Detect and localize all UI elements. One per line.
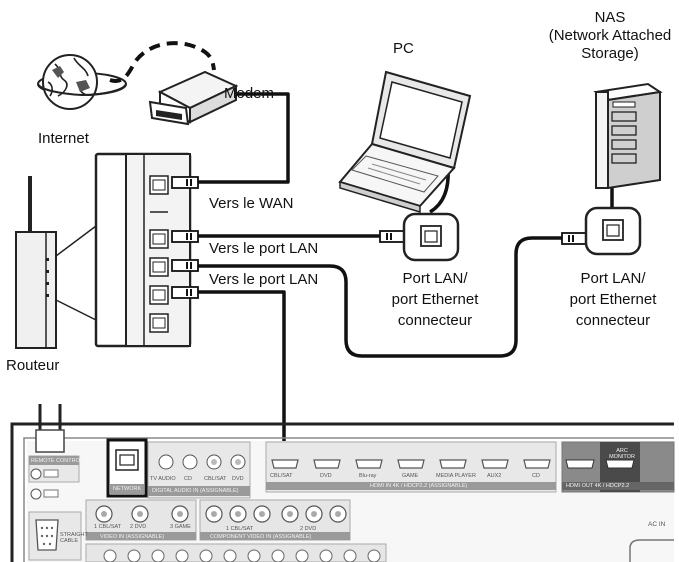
nas-label-line3: Storage) — [581, 45, 639, 62]
pc-laptop-icon — [338, 70, 472, 214]
hdmi-in-band: HDMI IN 4K / HDCP2.2 (ASSIGNABLE) — [370, 483, 468, 489]
digital-audio-sub-4: DVD — [232, 476, 244, 482]
modem-label: Modem — [224, 85, 275, 102]
to-lan-label-2: Vers le port LAN — [209, 271, 319, 288]
cable-router-to-nas — [196, 236, 562, 358]
hdmi-in-label-2: DVD — [320, 473, 332, 479]
nas-port-label-line3: connecteur — [575, 312, 651, 329]
pc-port-label-line2: port Ethernet — [391, 291, 479, 308]
video-in-label-3: 3 GAME — [170, 524, 191, 530]
internet-globe-icon — [37, 54, 127, 110]
hdmi-in-label-1: CBL/SAT — [270, 473, 293, 479]
hdmi-in-label-7: CD — [532, 473, 540, 479]
video-in-label-2: 2 DVD — [130, 524, 147, 530]
component-video-band: COMPONENT VIDEO IN (ASSIGNABLE) — [210, 534, 312, 540]
wireless-link-dashed — [109, 41, 216, 83]
hdmi-in-label-6: AUX2 — [487, 473, 502, 479]
to-wan-label: Vers le WAN — [209, 195, 294, 212]
router-label: Routeur — [6, 357, 60, 374]
nas-label-line2: (Network Attached — [548, 27, 672, 44]
receiver-back-panel — [10, 404, 675, 562]
internet-label: Internet — [38, 130, 89, 147]
hdmi-in-label-3: Blu-ray — [359, 473, 377, 479]
router-device-icon — [15, 176, 57, 349]
cable-modem-to-wan — [196, 92, 290, 184]
straight-cable-text: STRAIGHT CABLE — [60, 532, 88, 544]
component-group-2: 2 DVD — [300, 526, 317, 532]
remote-control-text: REMOTE CONTROL — [31, 458, 83, 464]
network-port-text: NETWORK — [113, 486, 142, 492]
to-lan-label-1: Vers le port LAN — [209, 240, 319, 257]
digital-audio-sub-1: TV AUDIO — [150, 476, 176, 482]
ac-in-text: AC IN — [648, 521, 666, 528]
cable-router-to-receiver — [196, 290, 286, 460]
digital-audio-sub-3: CBL/SAT — [204, 476, 227, 482]
video-in-label-1: 1 CBL/SAT — [94, 524, 122, 530]
video-in-band: VIDEO IN (ASSIGNABLE) — [100, 534, 165, 540]
pc-port-label-line3: connecteur — [397, 312, 473, 329]
nas-label-line1: NAS — [594, 9, 626, 26]
digital-audio-sub-2: CD — [184, 476, 192, 482]
nas-port-label-line1: Port LAN/ — [580, 270, 646, 287]
pc-label: PC — [393, 40, 414, 57]
hdmi-in-label-4: GAME — [402, 473, 419, 479]
nas-storage-icon — [593, 82, 663, 190]
modem-device-icon — [148, 70, 239, 126]
component-group-1: 1 CBL/SAT — [226, 526, 254, 532]
hdmi-out-band: HDMI OUT 4K / HDCP2.2 — [566, 483, 630, 489]
hdmi-in-label-5: MEDIA PLAYER — [436, 473, 476, 479]
nas-port-label-line2: port Ethernet — [569, 291, 657, 308]
arc-monitor-text: ARC MONITOR — [609, 448, 635, 460]
pc-port-label-line1: Port LAN/ — [402, 270, 468, 287]
digital-audio-band: DIGITAL AUDIO IN (ASSIGNABLE) — [152, 488, 239, 494]
